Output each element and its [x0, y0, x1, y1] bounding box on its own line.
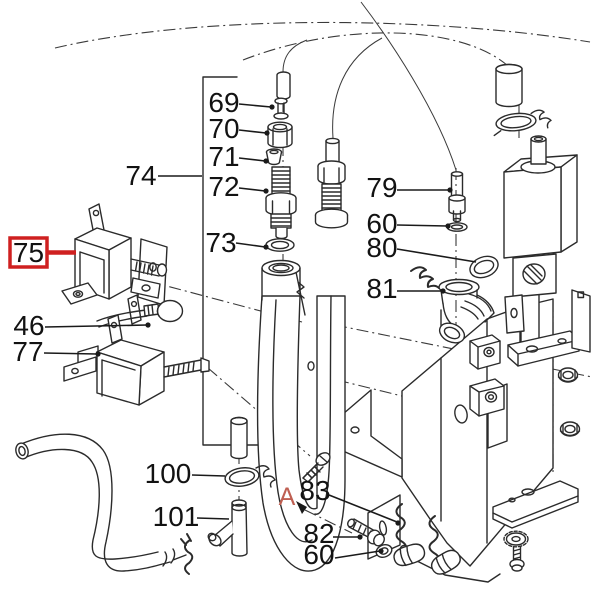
callout-81: 81	[366, 273, 397, 304]
callout-101: 101	[153, 501, 200, 532]
part-60-washer-upper	[446, 222, 468, 232]
part-60-washer-lower	[375, 544, 393, 558]
part-69-screw	[273, 71, 291, 120]
callout-71: 71	[208, 141, 239, 172]
callout-70: 70	[208, 113, 239, 144]
part-81-elbow-fitting	[438, 278, 495, 344]
part-82-fitting	[347, 518, 385, 547]
part-79-pin	[448, 171, 466, 223]
callout-75: 75	[13, 237, 44, 268]
part-80-oring	[469, 255, 499, 279]
retaining-clip	[410, 266, 440, 289]
bottom-mount-plate	[492, 480, 579, 572]
callout-80: 80	[366, 232, 397, 263]
callout-46: 46	[13, 310, 44, 341]
callout-83: 83	[299, 475, 330, 506]
callout-69: 69	[208, 87, 239, 118]
view-a-label: A	[279, 483, 296, 511]
part-71-insert	[265, 148, 283, 166]
tube-end	[230, 416, 248, 460]
rubber-mounts	[393, 543, 461, 575]
callout-60-lower: 60	[303, 539, 334, 570]
callout-72: 72	[208, 171, 239, 202]
part-73-oring	[265, 238, 295, 252]
leader-lines	[43, 103, 477, 559]
highlight-75: 75	[8, 236, 76, 269]
right-solenoid-valve	[493, 63, 591, 353]
part-75-solenoid-valve	[61, 203, 168, 306]
callout-100: 100	[145, 458, 192, 489]
callout-labels: 69 70 71 72 73 74 46 77 79 60 80 81 100 …	[12, 87, 397, 570]
view-a-arrow-icon	[296, 501, 307, 514]
highlight-box-75	[8, 236, 49, 269]
view-a-axis-line	[304, 509, 353, 534]
water-hose	[15, 433, 187, 572]
tube-top-fittings	[314, 137, 349, 229]
u-tube-assembly	[256, 267, 346, 572]
hose-clip	[180, 533, 194, 575]
boiler-inlet	[261, 259, 301, 301]
part-46-sensor-wire	[96, 294, 184, 328]
part-101-tee-connector	[207, 499, 248, 557]
part-70-cap-nut	[267, 121, 293, 149]
routing-curves	[282, 1, 457, 171]
callout-79: 79	[366, 172, 397, 203]
part-100-hose-clamp	[224, 465, 276, 488]
view-marker-a: A	[279, 483, 353, 534]
callout-73: 73	[205, 227, 236, 258]
callout-60-upper: 60	[366, 208, 397, 239]
callout-82: 82	[303, 518, 334, 549]
part-72-threaded-fitting	[265, 166, 297, 240]
part-77-solenoid-valve	[63, 314, 210, 406]
callout-74: 74	[125, 160, 156, 191]
callout-77: 77	[12, 336, 43, 367]
